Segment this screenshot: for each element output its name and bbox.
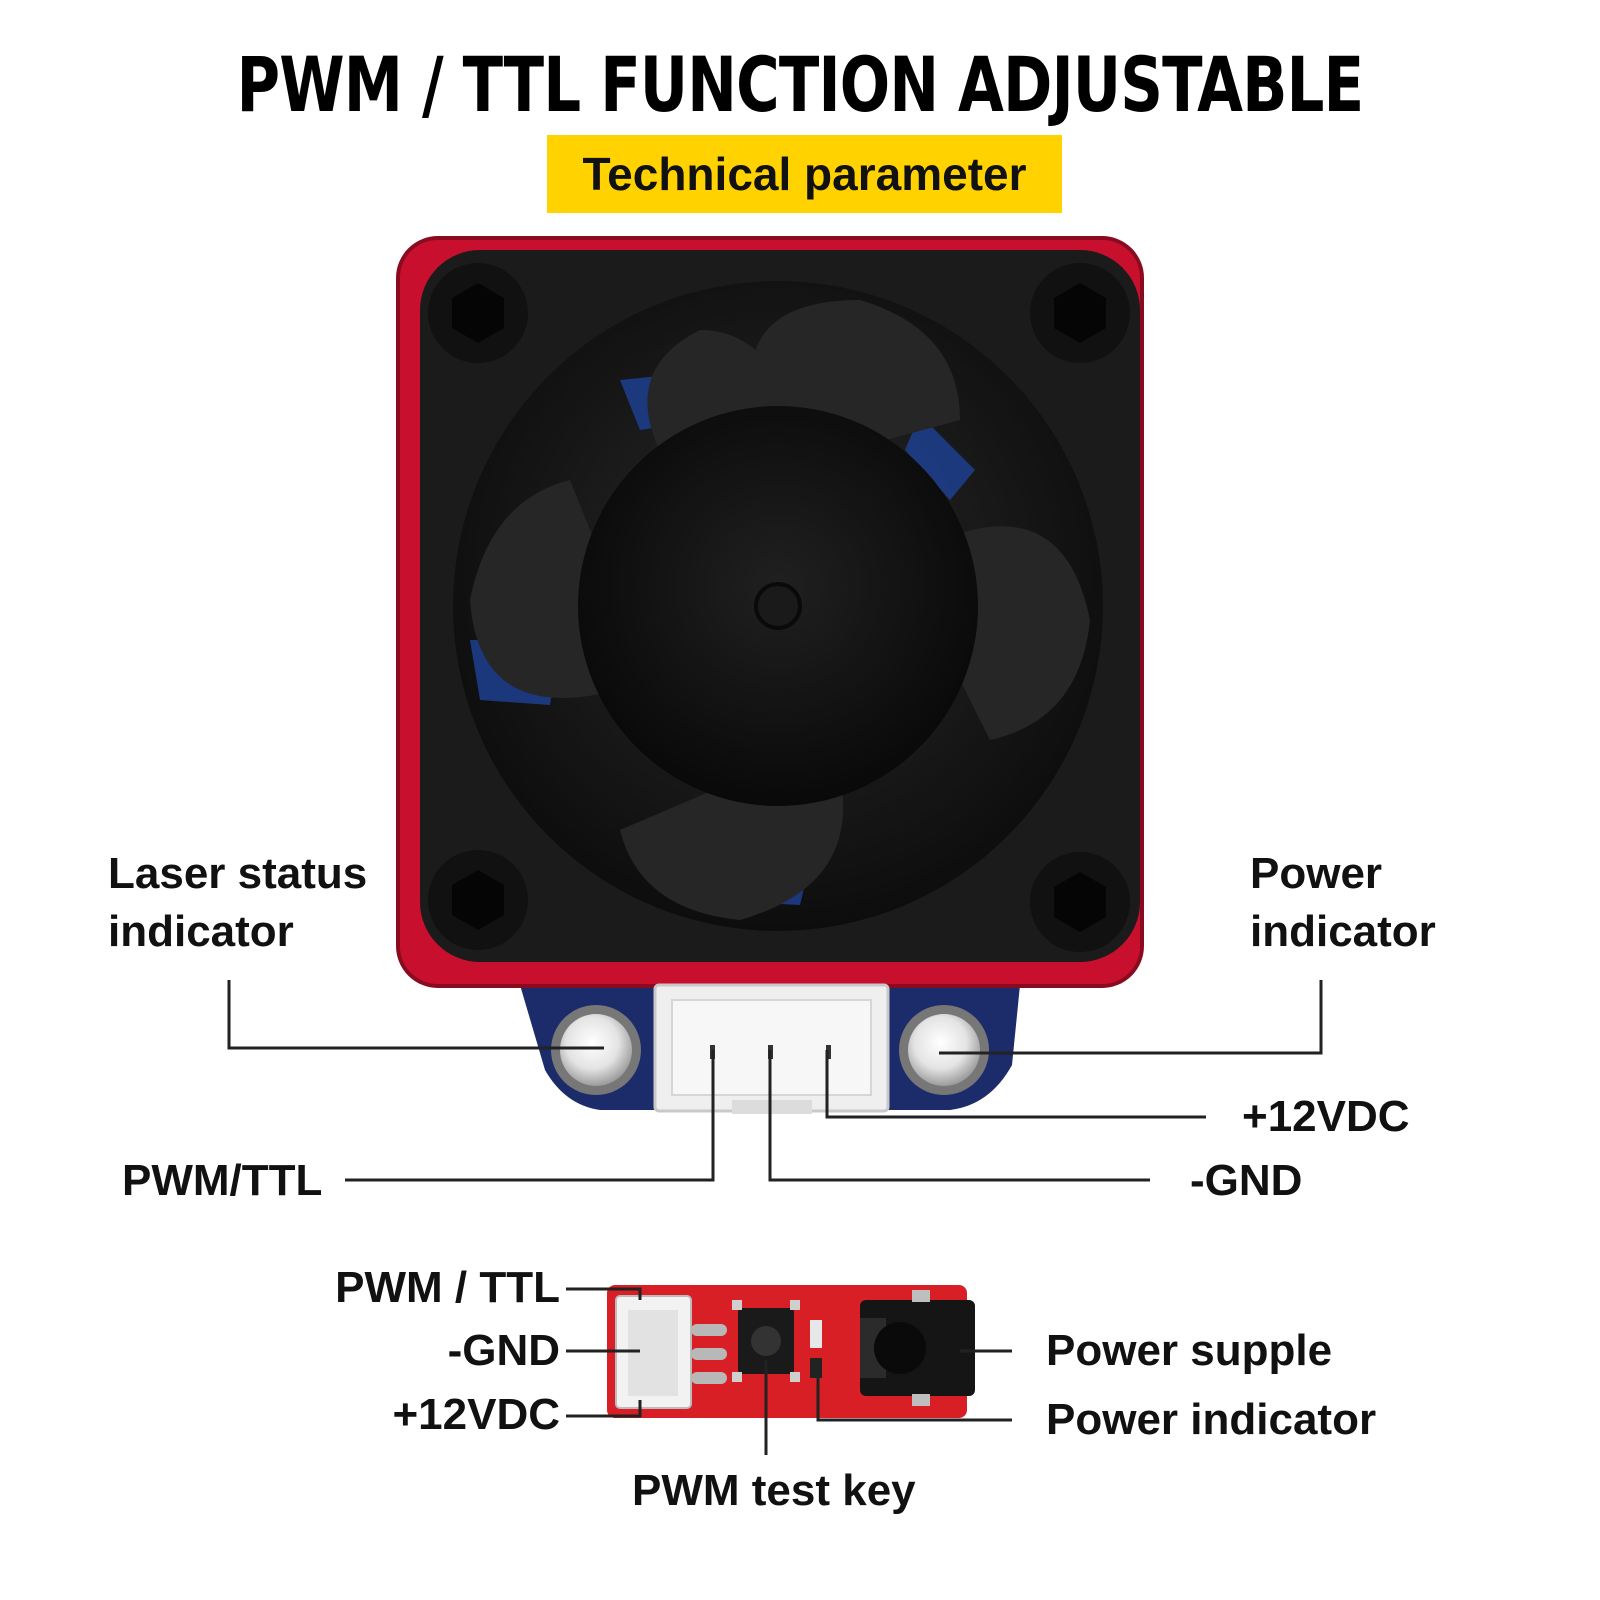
- label-board-12vdc: +12VDC: [392, 1390, 560, 1439]
- fan-screws: [428, 263, 1130, 952]
- laser-module: [396, 236, 1144, 1114]
- label-power-indicator-line1: Power: [1250, 849, 1383, 898]
- label-pwm-test-key: PWM test key: [632, 1466, 916, 1515]
- control-board: [607, 1285, 975, 1418]
- label-power-indicator: Power indicator: [1250, 845, 1436, 961]
- label-board-pwm-ttl: PWM / TTL: [335, 1263, 560, 1312]
- label-power-indicator-line2: indicator: [1250, 907, 1436, 956]
- subtitle-badge: Technical parameter: [547, 135, 1062, 213]
- label-laser-status-indicator: Laser status indicator: [108, 845, 367, 961]
- label-power-supple: Power supple: [1046, 1326, 1333, 1375]
- power-led: [899, 1005, 989, 1095]
- page-title: PWM / TTL FUNCTION ADJUSTABLE: [236, 40, 1365, 129]
- label-board-power-indicator: Power indicator: [1046, 1395, 1377, 1444]
- board-leader-lines: [566, 1287, 1012, 1455]
- module-leader-lines: [227, 980, 1323, 1182]
- dc-power-jack: [860, 1290, 975, 1406]
- pwm-test-key-switch: [732, 1300, 800, 1382]
- laser-connector: [653, 983, 890, 1114]
- label-module-12vdc: +12VDC: [1242, 1092, 1410, 1141]
- label-laser-status-line2: indicator: [108, 907, 294, 956]
- label-module-gnd: -GND: [1190, 1156, 1303, 1205]
- laser-status-led: [551, 1005, 641, 1095]
- label-board-gnd: -GND: [447, 1326, 560, 1375]
- label-laser-status-line1: Laser status: [108, 849, 368, 898]
- label-module-pwm-ttl: PWM/TTL: [122, 1156, 323, 1205]
